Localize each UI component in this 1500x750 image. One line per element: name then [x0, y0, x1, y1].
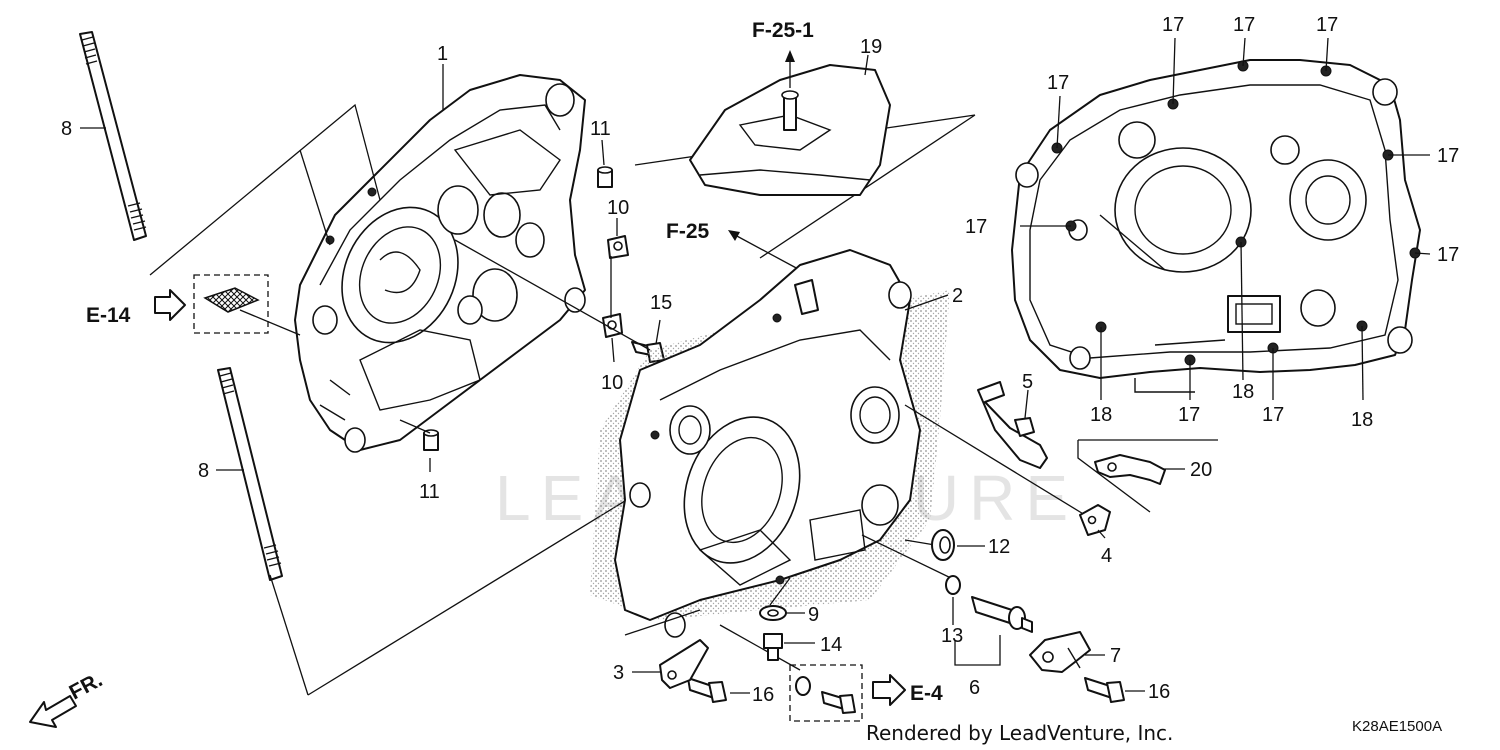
part-label-10-lower: 10	[601, 372, 623, 394]
part-label-17-f: 17	[965, 216, 987, 238]
dowel-pin-upper	[597, 166, 613, 188]
part-label-11-upper: 11	[590, 118, 611, 140]
part-label-7: 7	[1110, 645, 1121, 667]
shaft-6	[971, 596, 1033, 633]
part-label-12: 12	[988, 536, 1010, 558]
part-label-13: 13	[941, 625, 963, 647]
render-credit: Rendered by LeadVenture, Inc.	[866, 721, 1173, 745]
ref-e14-arrow	[154, 289, 186, 321]
part-label-8-upper: 8	[61, 118, 72, 140]
part-label-11-lower: 11	[419, 481, 440, 503]
part-label-10-upper: 10	[607, 197, 629, 219]
part-label-17-d: 17	[1316, 14, 1338, 36]
flange-bolt-16-left	[687, 677, 727, 703]
diagram-code: K28AE1500A	[1352, 718, 1442, 735]
crankcase-gasket-view	[1011, 59, 1421, 393]
ref-f25-arrow	[728, 230, 801, 271]
setting-plate-upper	[607, 235, 629, 259]
bracket-5	[977, 381, 1048, 469]
ref-e14: E-14	[86, 304, 131, 327]
part-label-3: 3	[613, 662, 624, 684]
part-label-16-left: 16	[752, 684, 774, 706]
sealing-washer-9	[759, 605, 787, 621]
flange-bolt-16-right	[1084, 677, 1125, 703]
part-label-18-b: 18	[1232, 381, 1254, 403]
ref-e4: E-4	[910, 682, 943, 705]
part-label-17-g: 17	[1437, 244, 1459, 266]
gasket-leader-lines	[1020, 37, 1431, 401]
washer-13	[945, 575, 961, 595]
part-label-17-e: 17	[1437, 145, 1459, 167]
drain-plug-set-box	[789, 664, 863, 722]
part-label-1: 1	[437, 43, 448, 65]
ref-e4-arrow	[872, 674, 906, 706]
part-label-4: 4	[1101, 545, 1112, 567]
part-label-17-b: 17	[1162, 14, 1184, 36]
part-label-17-a: 17	[1047, 72, 1069, 94]
part-label-9: 9	[808, 604, 819, 626]
part-label-20: 20	[1190, 459, 1212, 481]
part-label-16-right: 16	[1148, 681, 1170, 703]
part-label-17-c: 17	[1233, 14, 1255, 36]
part-label-5: 5	[1022, 371, 1033, 393]
part-label-17-h: 17	[1178, 404, 1200, 426]
drain-bolt-14	[763, 633, 783, 661]
part-label-2: 2	[952, 285, 963, 307]
stud-bolt-upper	[79, 31, 147, 241]
front-direction-arrow: FR.	[29, 668, 106, 728]
oil-strainer-screen	[193, 274, 301, 336]
part-label-6: 6	[969, 677, 980, 699]
part-label-8-lower: 8	[198, 460, 209, 482]
stud-bolt-lower	[217, 367, 283, 581]
guide-line-plates	[454, 239, 651, 351]
ref-f25: F-25	[666, 220, 710, 243]
part-label-18-a: 18	[1090, 404, 1112, 426]
clamp-4	[1079, 504, 1111, 536]
stopper-plate-7	[1029, 631, 1091, 673]
part-label-19: 19	[860, 36, 882, 58]
oil-seal-12	[931, 529, 955, 561]
part-label-18-c: 18	[1351, 409, 1373, 431]
part-label-14: 14	[820, 634, 842, 656]
assembly-guide-lines-right	[624, 404, 1086, 671]
dowel-pin-lower	[423, 429, 439, 451]
part-leader-lines	[80, 54, 1185, 694]
left-crankcase	[294, 74, 586, 453]
ref-f25-1: F-25-1	[752, 19, 814, 42]
part-label-17-i: 17	[1262, 404, 1284, 426]
plate-3	[659, 639, 709, 689]
breather-inset	[634, 50, 976, 259]
clamp-inset-20	[1077, 439, 1218, 513]
part-label-15: 15	[650, 292, 672, 314]
assembly-guide-lines-left	[149, 103, 701, 696]
right-crankcase	[590, 249, 950, 638]
